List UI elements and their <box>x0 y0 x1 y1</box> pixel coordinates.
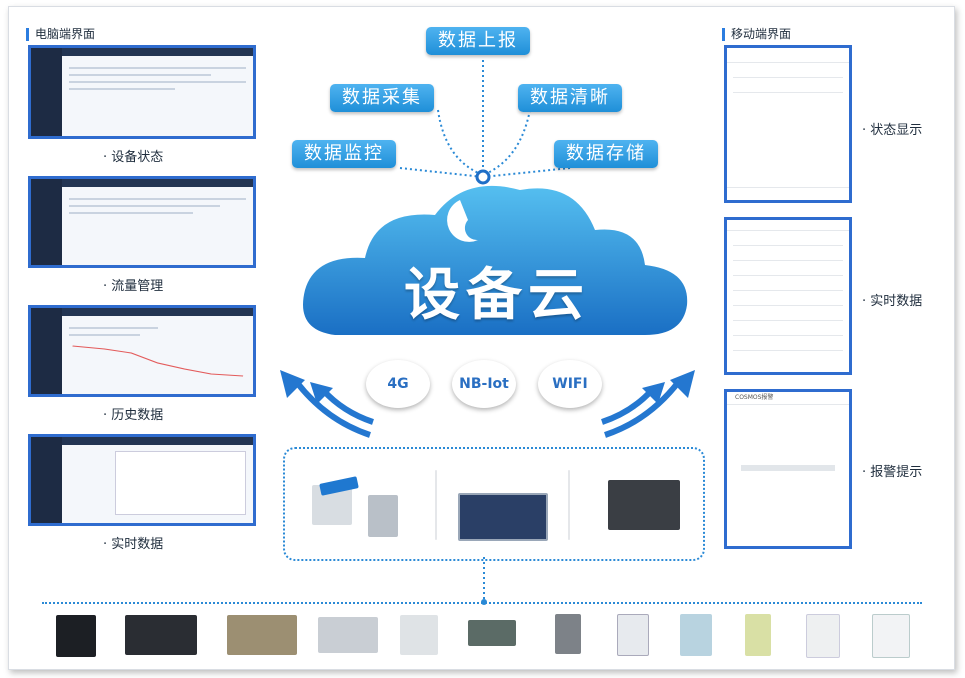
cloud-shape <box>303 185 688 335</box>
bottom-device-bus <box>42 602 922 604</box>
pc-screenshot-history <box>28 305 256 397</box>
field-device-11 <box>806 614 840 658</box>
field-device-1 <box>56 615 96 657</box>
badge-nb-iot: NB-Iot <box>452 360 516 408</box>
field-device-2 <box>125 615 197 655</box>
field-device-6 <box>468 620 516 646</box>
caption-mobile-status: · 状态显示 <box>862 123 923 138</box>
caption-mobile-realtime: · 实时数据 <box>862 294 923 309</box>
field-device-10 <box>745 614 771 656</box>
pc-section-title: 电脑端界面 <box>26 28 95 41</box>
field-device-3 <box>227 615 297 655</box>
pc-screenshot-device-status <box>28 45 256 139</box>
mobile-screenshot-status <box>724 45 852 203</box>
field-device-4 <box>318 617 378 653</box>
gateway-device-2 <box>368 495 398 537</box>
mobile-section-title: 移动端界面 <box>722 28 791 41</box>
mobile-alarm-header: COSMOS报警 <box>727 392 849 405</box>
bottom-connector <box>481 557 487 605</box>
caption-history: · 历史数据 <box>103 408 164 423</box>
pill-data-clear: 数据清晰 <box>518 84 622 112</box>
industrial-gateway-device <box>608 480 680 530</box>
badge-4g: 4G <box>366 360 430 408</box>
field-device-8 <box>617 614 649 656</box>
caption-traffic: · 流量管理 <box>103 279 164 294</box>
pill-data-report: 数据上报 <box>426 27 530 55</box>
mobile-screenshot-realtime <box>724 217 852 375</box>
caption-device-status: · 设备状态 <box>103 150 164 165</box>
gateway-devices-box <box>283 447 705 561</box>
cloud-title: 设备云 <box>404 263 590 328</box>
caption-realtime-pc: · 实时数据 <box>103 537 164 552</box>
divider <box>568 470 570 540</box>
field-device-5 <box>400 615 438 655</box>
divider <box>435 470 437 540</box>
connector-lines <box>399 60 571 185</box>
field-device-7 <box>555 614 581 654</box>
pc-screenshot-realtime <box>28 434 256 526</box>
mobile-screenshot-alarm: COSMOS报警 <box>724 389 852 549</box>
field-device-9 <box>680 614 712 656</box>
pill-data-monitor: 数据监控 <box>292 140 396 168</box>
badge-wifi: WIFI <box>538 360 602 408</box>
field-device-12 <box>872 614 910 658</box>
history-chart-line <box>72 345 243 377</box>
arrows-left-up-icon <box>280 370 374 438</box>
pill-data-collect: 数据采集 <box>330 84 434 112</box>
display-terminal-device <box>458 493 548 541</box>
pc-screenshot-traffic <box>28 176 256 268</box>
pill-data-store: 数据存储 <box>554 140 658 168</box>
arrows-right-up-icon <box>601 370 695 438</box>
caption-mobile-alarm: · 报警提示 <box>862 465 923 480</box>
